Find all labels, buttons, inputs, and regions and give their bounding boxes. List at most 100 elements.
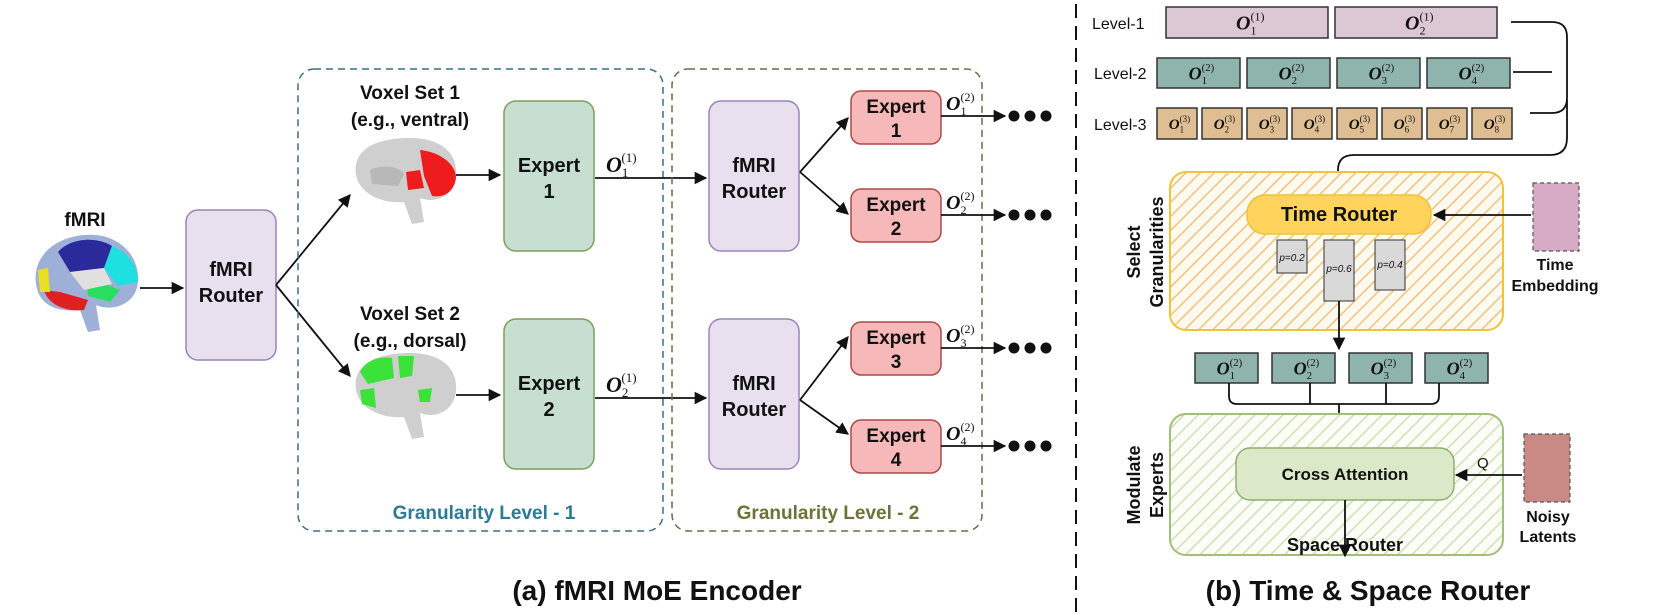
level-3-token-1-box [1156, 107, 1198, 140]
level-3-token-3: O3(3) [1246, 107, 1288, 140]
caption-router: (b) Time & Space Router [1206, 575, 1531, 606]
level2-outputs: O1(2) O2(2) O3(2) O4(2) [941, 90, 1052, 453]
level-3-token-1: O1(3) [1156, 107, 1198, 140]
token-merge-bracket [1228, 383, 1440, 405]
expert-l1-2-label-1: Expert [518, 373, 581, 395]
level-3-token-5-box [1336, 107, 1378, 140]
connector-level1 [1511, 21, 1568, 114]
prob-bar-1 [1276, 239, 1308, 274]
fmri-router-l2-1-label-2: Router [722, 181, 787, 203]
level-1-token-2: O2(1) [1334, 6, 1498, 39]
connector-to-time-router [1331, 100, 1568, 193]
level-3-token-8: O8(3) [1471, 107, 1513, 140]
granularity-level-2-label: Granularity Level - 2 [737, 503, 920, 524]
fmri-router-main-label-2: Router [199, 285, 264, 307]
selected-token-3: O3(2) [1348, 352, 1413, 384]
brain-icon-input [35, 234, 139, 332]
level-2-token-4: O4(2) [1426, 57, 1511, 89]
brain-icon-dorsal [355, 353, 457, 439]
expert-l1-1-label-2: 1 [543, 181, 554, 203]
granularity-level-1-box [297, 68, 664, 532]
voxel-set-2-title: Voxel Set 2 [360, 304, 460, 325]
time-embedding-block [1532, 182, 1580, 252]
granularity-level-2-box [671, 68, 983, 532]
expert-l1-2 [503, 318, 595, 470]
prob-bar-1-label: p=0.2 [1278, 253, 1305, 264]
output-o3-level2: O3(2) [946, 322, 974, 350]
fmri-router-l2-1-label-1: fMRI [732, 155, 775, 177]
output-o4-level2: O4(2) [946, 420, 974, 448]
level-3-token-3-box [1246, 107, 1288, 140]
voxel-set-2-example: (e.g., dorsal) [354, 331, 467, 352]
prob-bar-2-label: p=0.6 [1325, 264, 1352, 275]
fmri-router-l2-2-label-2: Router [722, 399, 787, 421]
fmri-input-label: fMRI [64, 210, 105, 231]
expert-l2-1 [850, 90, 942, 145]
expert-l1-2-label-2: 2 [543, 399, 554, 421]
selected-token-2-box [1271, 352, 1336, 384]
time-embedding-label-1: Time [1536, 257, 1573, 274]
noisy-latents-label-1: Noisy [1526, 509, 1570, 526]
prob-bar-3 [1374, 239, 1406, 291]
noisy-latents-label-2: Latents [1520, 529, 1577, 546]
selected-token-3-box [1348, 352, 1413, 384]
output-o2-level2: O2(2) [946, 189, 974, 217]
cross-attention-label: Cross Attention [1282, 465, 1409, 484]
space-router-label: Space Router [1287, 535, 1403, 555]
select-granularities-label-2: Granularities [1147, 196, 1167, 307]
time-embedding-label-2: Embedding [1511, 278, 1598, 295]
fmri-router-main-label-1: fMRI [209, 259, 252, 281]
modulate-experts-label-1: Modulate [1124, 446, 1144, 525]
level-2-token-4-label: O4(2) [1459, 62, 1485, 87]
level-3-token-2-box [1201, 107, 1243, 140]
prob-bar-2 [1323, 239, 1355, 302]
level-3-label: Level-3 [1094, 117, 1147, 134]
level-3-token-2: O2(3) [1201, 107, 1243, 140]
router-panel: Level-1 Level-2 Level-3 O1(1)O2(1)O1(2)O… [1092, 6, 1599, 606]
caption-encoder: (a) fMRI MoE Encoder [512, 575, 801, 606]
level-2-label: Level-2 [1094, 66, 1147, 83]
level-2-token-3-box [1336, 57, 1421, 89]
level-1-token-1: O1(1) [1165, 6, 1329, 39]
granularity-level-1-label: Granularity Level - 1 [393, 503, 576, 524]
ellipsis-dots [1008, 110, 1052, 452]
brain-icon-ventral [355, 138, 457, 224]
time-router [1246, 194, 1432, 235]
level-2-token-2: O2(2) [1246, 57, 1331, 89]
modulate-experts-label-2: Experts [1147, 452, 1167, 518]
level-3-token-4: O4(3) [1291, 107, 1333, 140]
level-1-label: Level-1 [1092, 16, 1145, 33]
expert-l2-2-label-1: Expert [866, 195, 926, 216]
select-granularities-label-1: Select [1124, 225, 1144, 278]
noisy-latents-block [1523, 433, 1571, 503]
voxel-set-1-title: Voxel Set 1 [360, 83, 460, 104]
level-2-token-1: O1(2) [1156, 57, 1241, 89]
output-o2-level1: O2(1) [606, 370, 637, 400]
level-2-token-1-box [1156, 57, 1241, 89]
selected-token-2: O2(2) [1271, 352, 1336, 384]
prob-bar-3-label: p=0.4 [1376, 260, 1403, 271]
level-3-token-8-box [1471, 107, 1513, 140]
level-2-token-4-box [1426, 57, 1511, 89]
expert-l2-2-label-2: 2 [891, 219, 902, 240]
voxel-set-1-example: (e.g., ventral) [351, 110, 469, 131]
expert-l2-4-label-1: Expert [866, 426, 926, 447]
time-router-label: Time Router [1281, 204, 1398, 226]
q-label: Q [1477, 455, 1489, 472]
expert-l2-1-label-2: 1 [891, 121, 902, 142]
level-3-token-7: O7(3) [1426, 107, 1468, 140]
selected-token-4: O4(2) [1424, 352, 1489, 384]
selected-level2-tokens: O1(2) O2(2) O3(2) O4(2) [1194, 352, 1489, 384]
fmri-router-l2-2 [708, 318, 800, 470]
level-3-token-5: O5(3) [1336, 107, 1378, 140]
fmri-router-l2-2-label-1: fMRI [732, 373, 775, 395]
level-1-token-2-box [1334, 6, 1498, 39]
level-2-token-3: O3(2) [1336, 57, 1421, 89]
encoder-panel: fMRI fMRI Router Granularity Level - 1 V… [35, 68, 1052, 606]
selected-token-1: O1(2) [1194, 352, 1259, 384]
level-3-token-7-box [1426, 107, 1468, 140]
fmri-router-l2-1 [708, 100, 800, 252]
selected-token-1-box [1194, 352, 1259, 384]
expert-l2-4-label-2: 4 [891, 450, 902, 471]
